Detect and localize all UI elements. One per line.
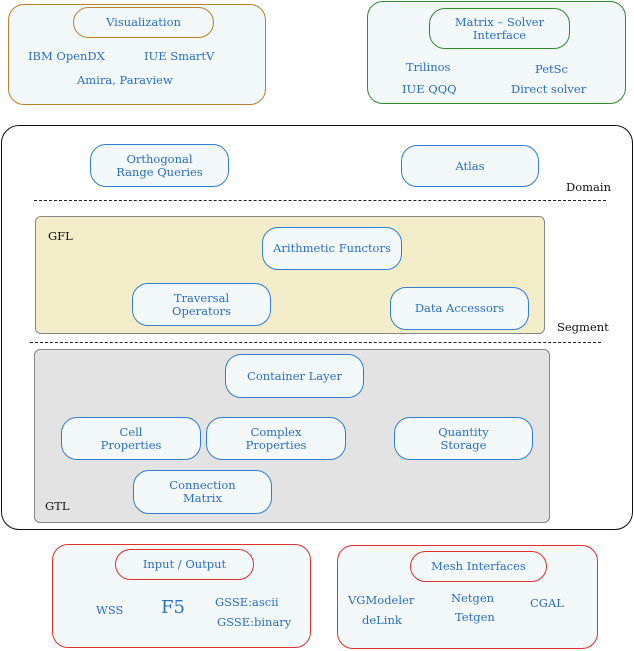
mesh-item-tetgen: Tetgen bbox=[455, 610, 495, 624]
matrix-solver-item: IUE QQQ bbox=[402, 82, 457, 96]
visualization-title: Visualization bbox=[73, 7, 214, 38]
quantity-storage-box: Quantity Storage bbox=[394, 417, 533, 460]
io-item-wss: WSS bbox=[96, 603, 124, 617]
matrix-solver-item: PetSc bbox=[535, 62, 568, 76]
mesh-item-vgmodeler: VGModeler bbox=[348, 593, 415, 607]
orthogonal-range-queries-box: Orthogonal Range Queries bbox=[90, 144, 229, 187]
segment-divider bbox=[30, 342, 601, 343]
mesh-item-delink: deLink bbox=[362, 613, 402, 627]
visualization-item: Amira, Paraview bbox=[77, 73, 173, 87]
gtl-label: GTL bbox=[45, 499, 70, 513]
visualization-item: IBM OpenDX bbox=[28, 49, 105, 63]
mesh-item-cgal: CGAL bbox=[530, 596, 564, 610]
domain-divider bbox=[34, 200, 606, 201]
matrix-solver-title: Matrix – Solver Interface bbox=[429, 8, 570, 49]
input-output-title: Input / Output bbox=[115, 549, 254, 580]
data-accessors-box: Data Accessors bbox=[390, 287, 529, 330]
segment-label: Segment bbox=[557, 320, 609, 334]
container-layer-box: Container Layer bbox=[225, 354, 364, 398]
io-item-gsse-binary: GSSE:binary bbox=[217, 615, 292, 629]
domain-label: Domain bbox=[566, 180, 611, 194]
visualization-item: IUE SmartV bbox=[144, 49, 215, 63]
matrix-solver-item: Direct solver bbox=[511, 82, 587, 96]
complex-properties-box: Complex Properties bbox=[206, 417, 346, 460]
arithmetic-functors-box: Arithmetic Functors bbox=[262, 227, 402, 270]
traversal-operators-box: Traversal Operators bbox=[132, 283, 271, 326]
mesh-item-netgen: Netgen bbox=[451, 591, 495, 605]
gfl-label: GFL bbox=[48, 229, 73, 243]
io-item-gsse-ascii: GSSE:ascii bbox=[215, 595, 279, 609]
connection-matrix-box: Connection Matrix bbox=[133, 470, 272, 514]
cell-properties-box: Cell Properties bbox=[61, 417, 201, 460]
matrix-solver-item: Trilinos bbox=[406, 60, 451, 74]
io-item-f5: F5 bbox=[161, 597, 185, 618]
mesh-interfaces-title: Mesh Interfaces bbox=[410, 551, 547, 582]
atlas-box: Atlas bbox=[401, 145, 539, 187]
